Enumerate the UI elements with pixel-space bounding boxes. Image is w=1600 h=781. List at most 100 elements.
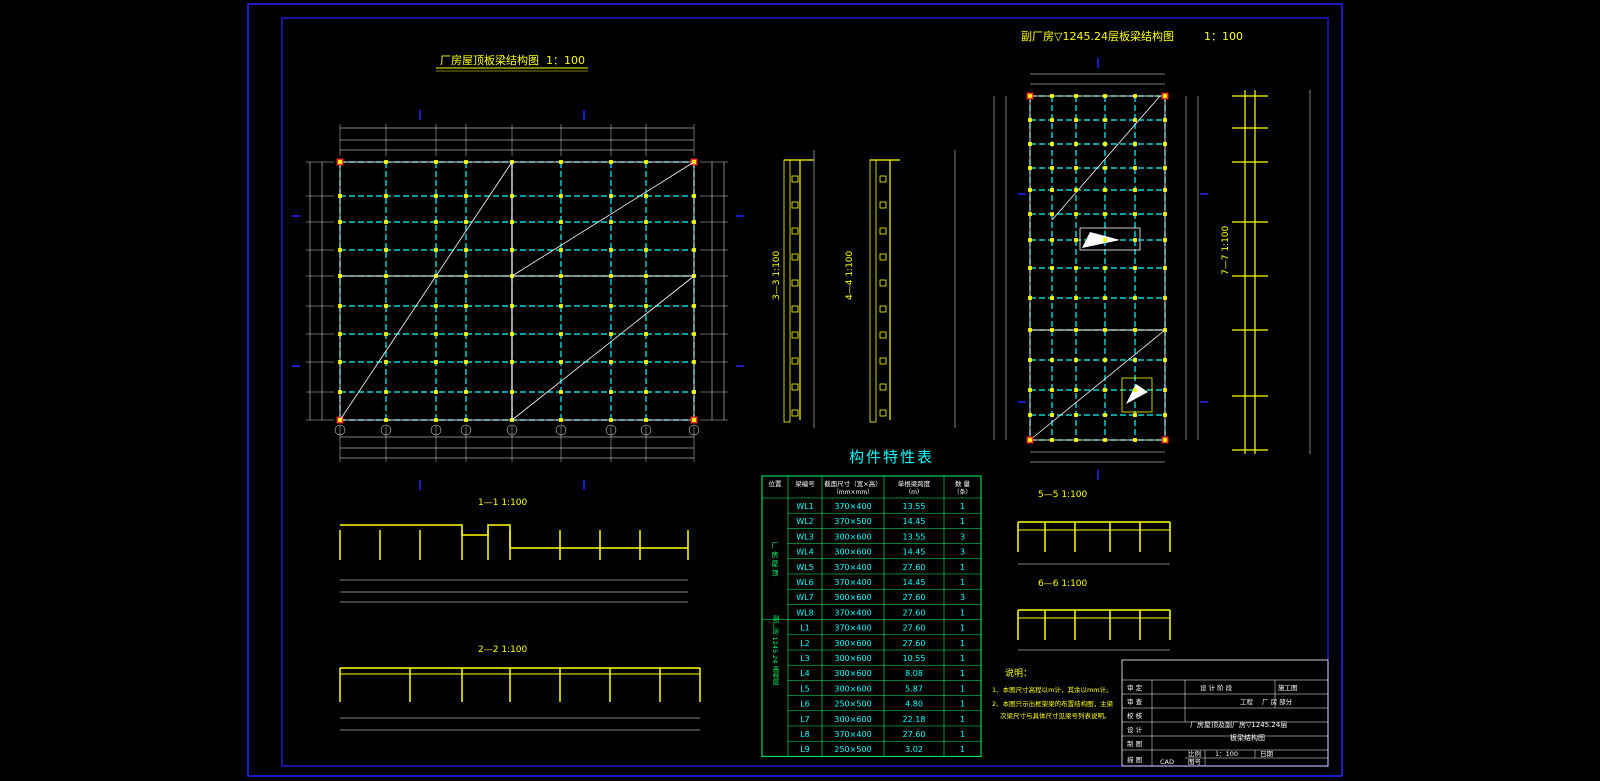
roof-column bbox=[338, 220, 342, 224]
annex-plan-view[interactable] bbox=[993, 58, 1208, 480]
annex-column bbox=[1074, 188, 1078, 192]
roof-column bbox=[692, 304, 696, 308]
roof-column bbox=[384, 360, 388, 364]
annex-column bbox=[1050, 266, 1054, 270]
roof-column bbox=[559, 194, 563, 198]
annex-column bbox=[1074, 358, 1078, 362]
annex-column bbox=[1028, 388, 1032, 392]
tb-stage: 设 计 阶 段 bbox=[1200, 683, 1233, 692]
table-header-2: 梁编号 bbox=[795, 479, 815, 488]
roof-plan-view[interactable] bbox=[292, 110, 744, 490]
table-cell: 13.55 bbox=[903, 532, 926, 541]
roof-column bbox=[692, 220, 696, 224]
tb-label-2: 审 查 bbox=[1127, 697, 1143, 706]
table-group-1: 厂 房 屋 顶 bbox=[771, 541, 779, 577]
table-cell: WL7 bbox=[796, 593, 813, 602]
roof-column bbox=[692, 418, 696, 422]
table-cell: 1 bbox=[960, 745, 965, 754]
table-cell: WL6 bbox=[796, 578, 813, 587]
annex-column bbox=[1133, 438, 1137, 442]
roof-column bbox=[384, 304, 388, 308]
grid-bubble bbox=[688, 424, 700, 436]
roof-column bbox=[644, 332, 648, 336]
table-cell: 27.60 bbox=[903, 624, 926, 633]
roof-column bbox=[510, 390, 514, 394]
roof-column bbox=[434, 220, 438, 224]
roof-column bbox=[609, 220, 613, 224]
table-cell: 370×400 bbox=[834, 563, 871, 572]
table-cell: 370×400 bbox=[834, 730, 871, 739]
table-cell: 1 bbox=[960, 700, 965, 709]
annex-column bbox=[1028, 238, 1032, 242]
sec44-beam bbox=[879, 331, 887, 339]
annex-slope bbox=[1051, 95, 1161, 221]
roof-column bbox=[609, 304, 613, 308]
table-cell: 300×600 bbox=[834, 593, 871, 602]
notes-line-2: 2、本图只示出框架梁的布置结构图，主梁 bbox=[992, 699, 1114, 708]
notes-heading: 说明： bbox=[1005, 667, 1032, 679]
table-cell: 27.60 bbox=[903, 593, 926, 602]
annex-stair bbox=[1121, 377, 1153, 413]
annex-column bbox=[1050, 296, 1054, 300]
roof-column bbox=[338, 360, 342, 364]
sections-3-3-and-4-4[interactable] bbox=[783, 150, 956, 428]
table-cell: L1 bbox=[800, 624, 810, 633]
table-cell: WL1 bbox=[796, 502, 813, 511]
table-cell: 27.60 bbox=[903, 608, 926, 617]
tb-scale-label: 比例 bbox=[1188, 749, 1201, 758]
annex-column bbox=[1074, 118, 1078, 122]
section-2-2-view[interactable] bbox=[339, 667, 701, 731]
annex-column bbox=[1103, 166, 1107, 170]
tb-label-1: 审 定 bbox=[1127, 683, 1143, 692]
roof-column bbox=[644, 274, 648, 278]
table-cell: L7 bbox=[800, 715, 810, 724]
table-cell: WL8 bbox=[796, 608, 813, 617]
annex-slope bbox=[1029, 329, 1166, 441]
grid-bubble bbox=[605, 424, 617, 436]
roof-column bbox=[434, 332, 438, 336]
roof-column bbox=[434, 360, 438, 364]
roof-column bbox=[338, 390, 342, 394]
table-cell: 1 bbox=[960, 730, 965, 739]
tb-part: 厂 房 部分 bbox=[1262, 697, 1293, 706]
roof-column bbox=[464, 160, 468, 164]
annex-column bbox=[1163, 328, 1167, 332]
roof-column bbox=[559, 220, 563, 224]
table-cell: 370×400 bbox=[834, 608, 871, 617]
annex-column bbox=[1103, 188, 1107, 192]
annex-column bbox=[1074, 238, 1078, 242]
annex-column bbox=[1050, 166, 1054, 170]
annex-column bbox=[1133, 328, 1137, 332]
roof-column bbox=[384, 274, 388, 278]
table-cell: 1 bbox=[960, 715, 965, 724]
annex-column bbox=[1103, 142, 1107, 146]
section-2-2-label: 2—2 1:100 bbox=[478, 645, 528, 655]
sec33-beam bbox=[791, 305, 799, 313]
table-cell: L8 bbox=[800, 730, 810, 739]
roof-column bbox=[644, 248, 648, 252]
annex-column bbox=[1133, 413, 1137, 417]
tb-label-4: 设 计 bbox=[1127, 725, 1143, 734]
roof-column bbox=[464, 390, 468, 394]
section-6-6-view[interactable] bbox=[1017, 609, 1171, 651]
roof-column bbox=[644, 418, 648, 422]
grid-bubble bbox=[460, 424, 472, 436]
annex-column bbox=[1103, 118, 1107, 122]
roof-column bbox=[510, 304, 514, 308]
roof-column bbox=[559, 418, 563, 422]
annex-column bbox=[1163, 238, 1167, 242]
annex-column bbox=[1050, 388, 1054, 392]
roof-column bbox=[384, 248, 388, 252]
table-cell: 14.45 bbox=[903, 517, 926, 526]
table-cell: WL5 bbox=[796, 563, 813, 572]
annex-column bbox=[1028, 212, 1032, 216]
sec44-beam bbox=[879, 357, 887, 365]
section-5-5-view[interactable] bbox=[1017, 521, 1171, 565]
roof-column bbox=[338, 304, 342, 308]
roof-column bbox=[644, 304, 648, 308]
table-cell: 14.45 bbox=[903, 548, 926, 557]
section-1-1-view[interactable] bbox=[339, 524, 689, 603]
section-7-7-view[interactable] bbox=[1232, 90, 1311, 454]
table-cell: 1 bbox=[960, 563, 965, 572]
